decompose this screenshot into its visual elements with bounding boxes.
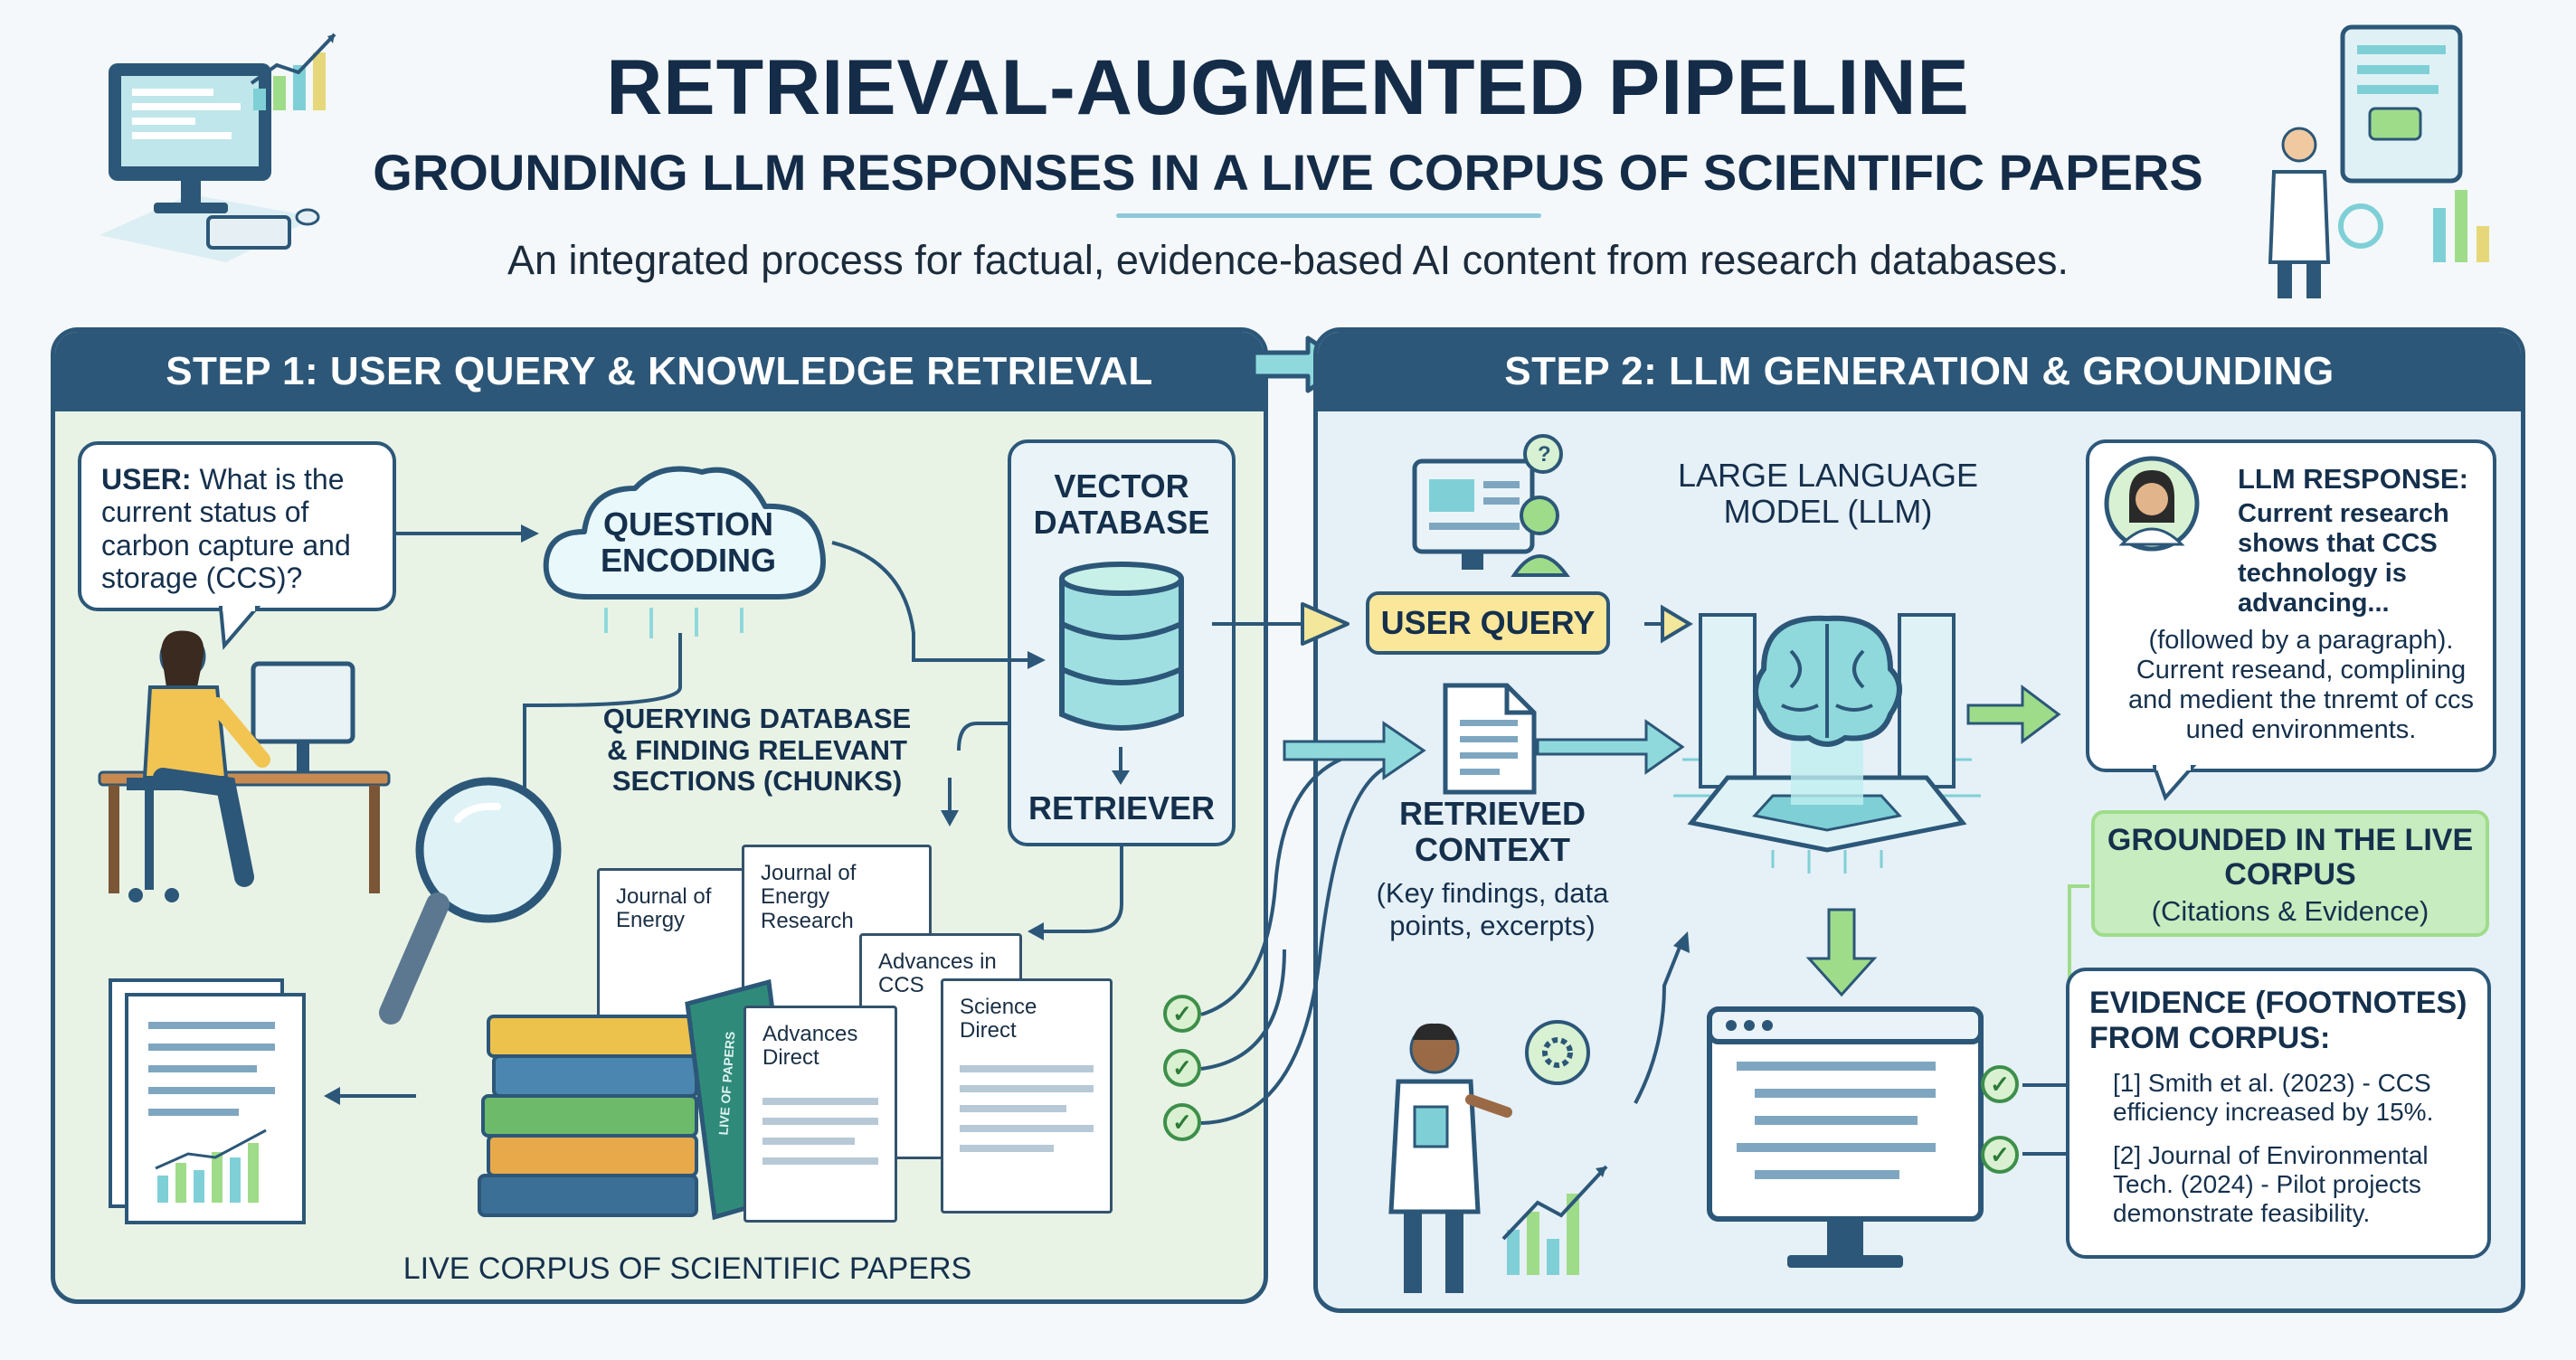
querying-database-label: QUERYING DATABASE & FINDING RELEVANT SEC…: [602, 703, 912, 798]
footnote-1: [1] Smith et al. (2023) - CCS efficiency…: [2113, 1069, 2434, 1126]
growth-chart-icon: [250, 33, 336, 110]
step2-title: STEP 2: LLM GENERATION & GROUNDING: [1318, 332, 2521, 411]
scientist-with-screens-icon: [2268, 24, 2489, 298]
step1-connectors: [324, 524, 1123, 1105]
brain-chip-icon: [1673, 613, 1981, 874]
desktop-computer-icon: [99, 63, 320, 262]
user-question-text: What is the current status of carbon cap…: [101, 463, 351, 595]
grounded-subtitle: (Citations & Evidence): [2151, 895, 2429, 927]
retrieved-context-title: RETRIEVED CONTEXT: [1398, 795, 1586, 869]
cloud-icon: [543, 466, 826, 638]
scientist-presenting-icon: [1388, 1020, 1608, 1293]
evidence-title: EVIDENCE (FOOTNOTES) FROM CORPUS:: [2089, 986, 2467, 1055]
check-icon-5: ✓: [1981, 1136, 2019, 1174]
user-at-computer-icon: [98, 630, 391, 902]
question-encoding-label: QUESTION ENCODING: [600, 505, 776, 580]
evidence-card: [2066, 968, 2491, 1259]
user-query-pill: USER QUERY: [1366, 591, 1610, 655]
report-document-icon: [109, 978, 306, 1224]
title-divider: [1116, 213, 1541, 218]
doc-advances-direct-title: Advances Direct: [762, 1022, 858, 1071]
step1-title: STEP 1: USER QUERY & KNOWLEDGE RETRIEVAL: [55, 332, 1264, 411]
user-monitor-icon: ?: [1412, 434, 1570, 577]
bubble-tail: [218, 606, 261, 650]
doc-science-direct: Science Direct: [941, 978, 1113, 1214]
context-document-icon: [1443, 683, 1537, 795]
user-question-bubble: USER: What is the current status of carb…: [78, 441, 396, 611]
db-to-retriever-arrow: [1112, 747, 1130, 785]
doc-journal-of-energy-research-title: Journal of Energy Research: [761, 861, 857, 933]
corpus-label: LIVE CORPUS OF SCIENTIFIC PAPERS: [402, 1251, 972, 1286]
output-monitor-icon: [1707, 1006, 1984, 1268]
page-subtitle: GROUNDING LLM RESPONSES IN A LIVE CORPUS…: [373, 144, 2203, 201]
page-tagline: An integrated process for factual, evide…: [507, 237, 2069, 283]
retriever-label: RETRIEVER: [1028, 789, 1216, 826]
llm-label: LARGE LANGUAGE MODEL (LLM): [1677, 457, 1979, 531]
check-icon-2: ✓: [1163, 1049, 1201, 1087]
doc-journal-of-energy-title: Journal of Energy: [616, 884, 712, 933]
check-icon-4: ✓: [1981, 1065, 2019, 1103]
response-bubble-tail: [2153, 765, 2197, 801]
books-stack-icon: [478, 978, 799, 1221]
assistant-avatar-icon: [2104, 456, 2200, 552]
doc-advances-in-ccs-title: Advances in CCS: [878, 949, 997, 998]
retrieved-context-detail: (Key findings, data points, excerpts): [1376, 877, 1609, 941]
user-label: USER:: [101, 463, 192, 496]
doc-science-direct-title: Science Direct: [960, 995, 1037, 1044]
vector-database-label: VECTOR DATABASE: [1033, 468, 1210, 542]
llm-response-title: LLM RESPONSE:: [2238, 463, 2468, 495]
footnote-2: [2] Journal of Environmental Tech. (2024…: [2113, 1141, 2429, 1227]
doc-advances-direct: Advances Direct: [743, 1006, 897, 1223]
check-icon-3: ✓: [1163, 1103, 1201, 1141]
llm-response-bold: Current research shows that CCS technolo…: [2238, 499, 2449, 619]
llm-response-body: (followed by a paragraph). Current resea…: [2127, 626, 2475, 745]
check-icon-1: ✓: [1163, 995, 1201, 1033]
grounded-box: [2091, 810, 2489, 937]
grounded-title: GROUNDED IN THE LIVE CORPUS: [2107, 823, 2474, 892]
page-title: RETRIEVAL-AUGMENTED PIPELINE: [606, 44, 1970, 131]
magnifying-glass-icon: [379, 777, 562, 1025]
svg-text:?: ?: [1538, 442, 1551, 467]
database-icon: [1059, 562, 1184, 731]
